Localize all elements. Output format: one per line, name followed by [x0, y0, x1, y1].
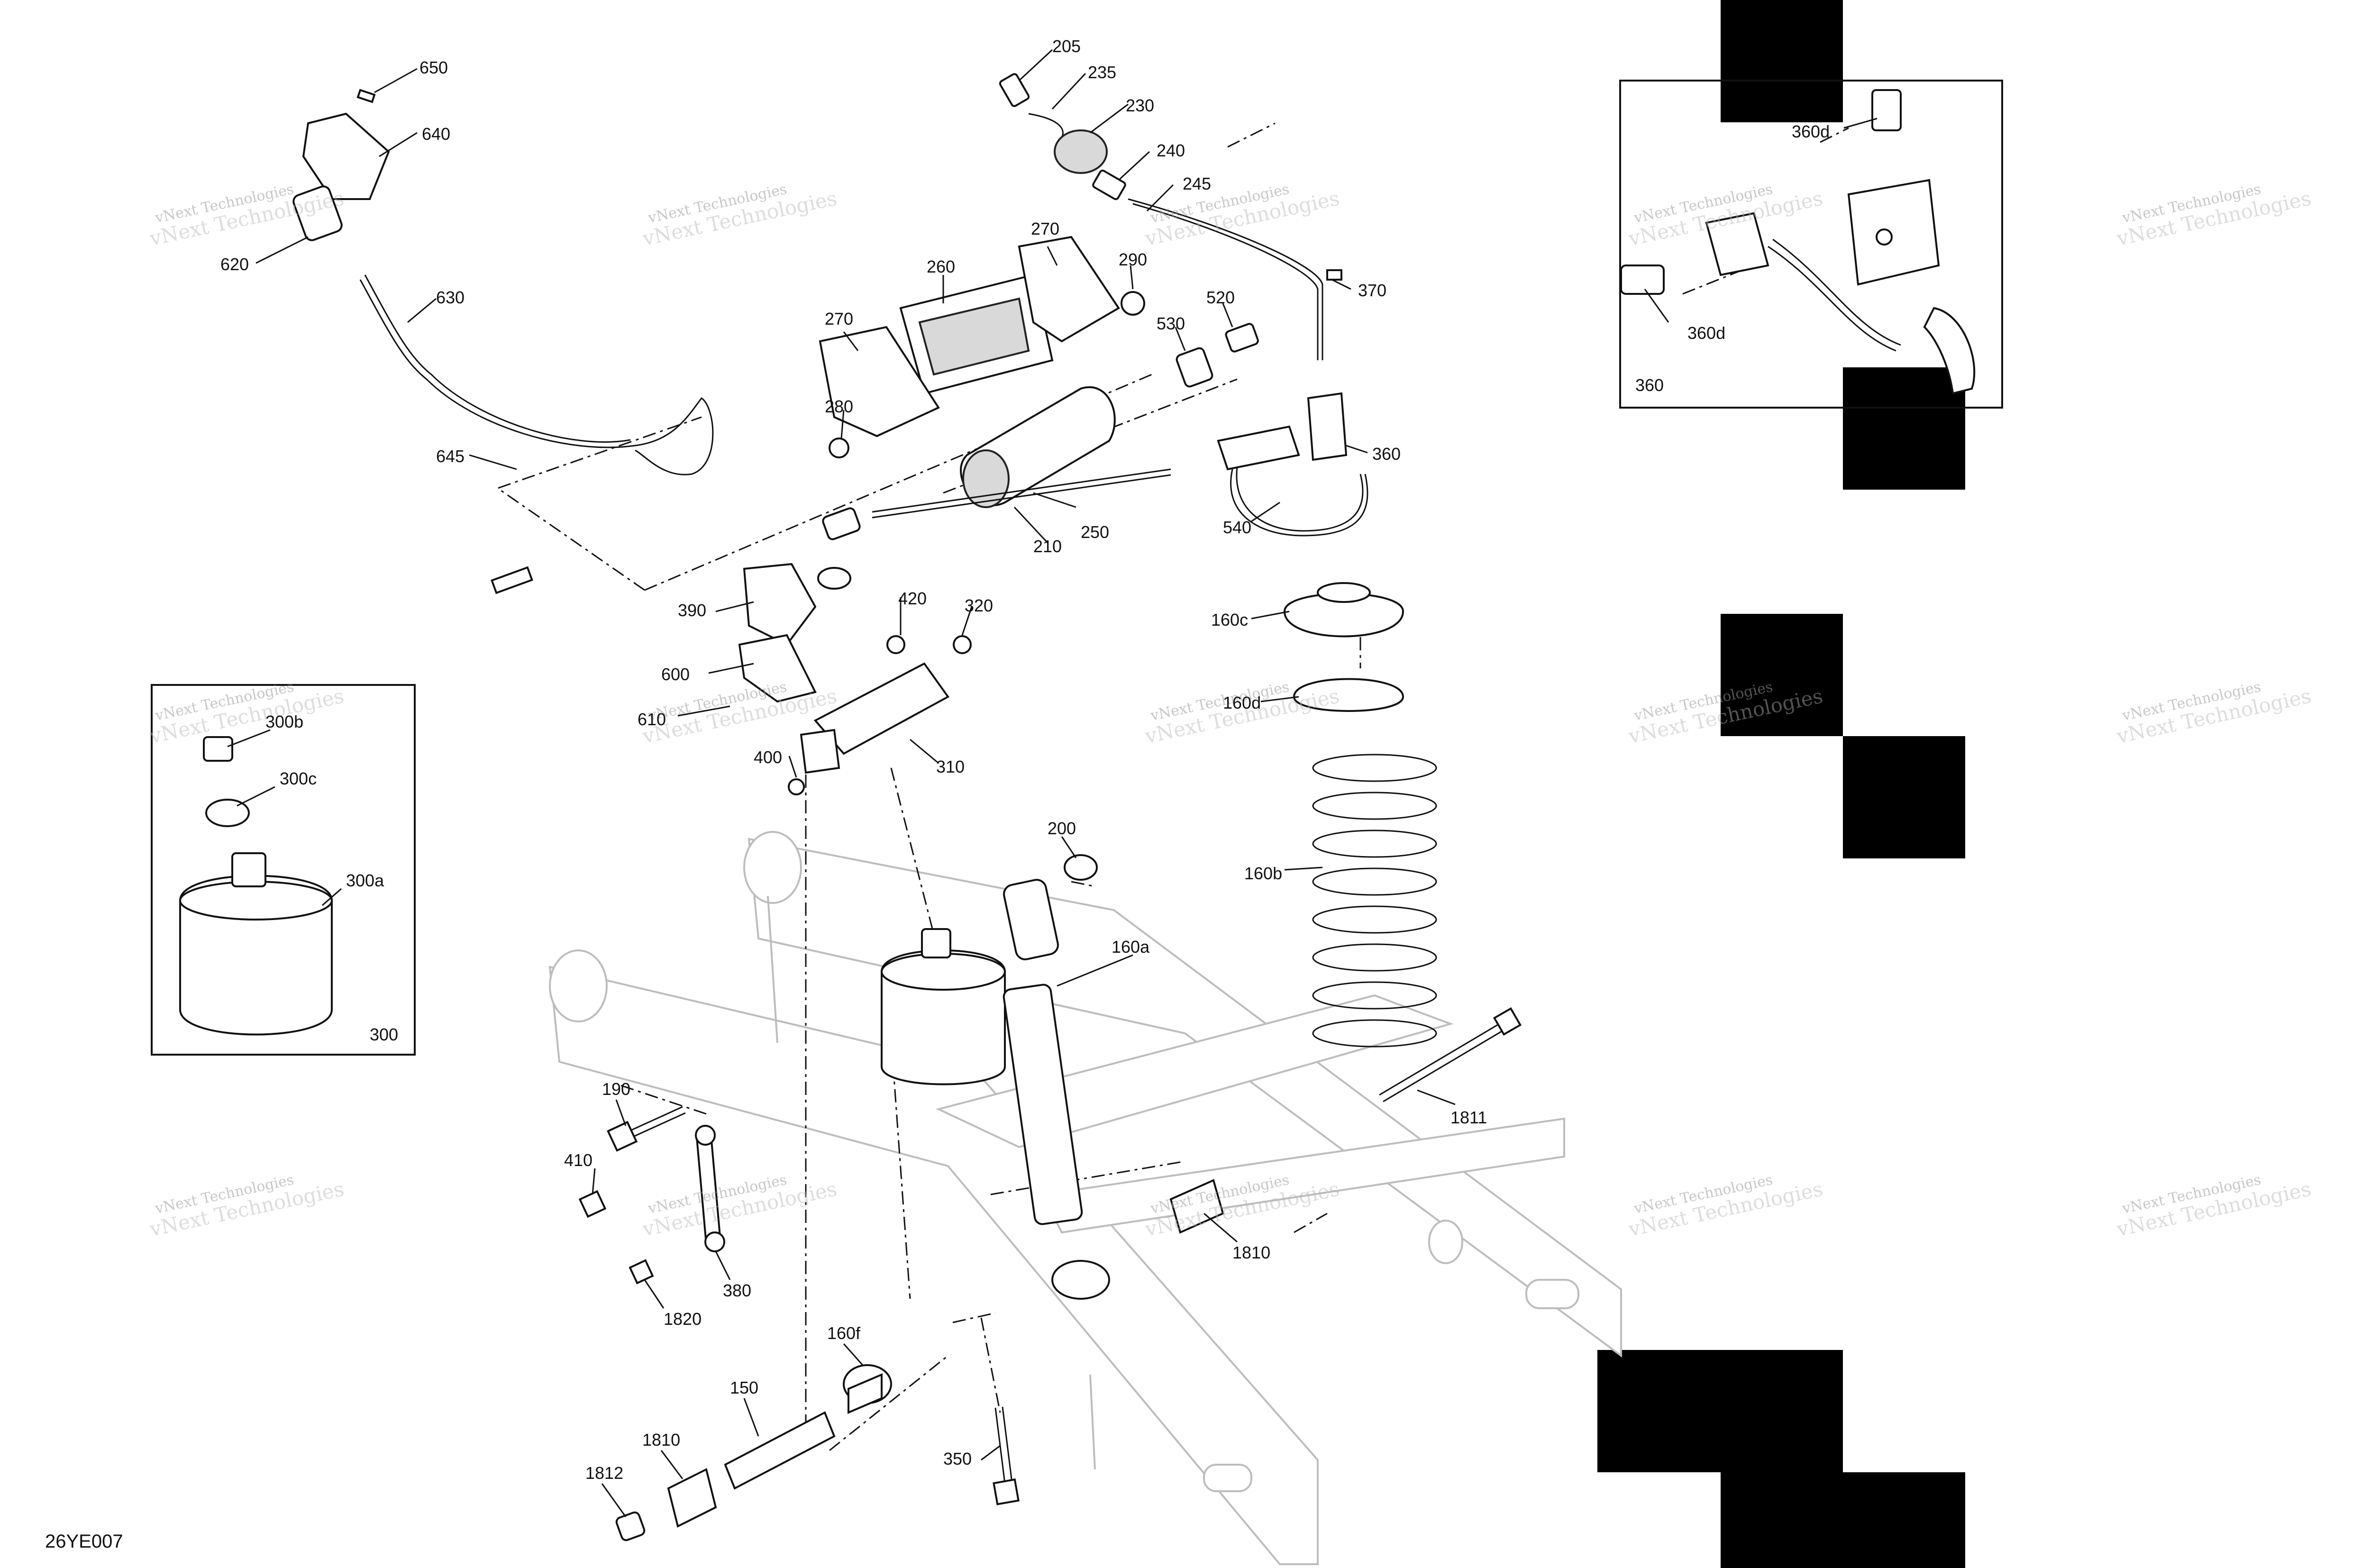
leader-lines [227, 49, 1878, 1517]
callout-650: 650 [419, 58, 448, 77]
callout-360d-top: 360d [1792, 122, 1830, 141]
callout-labels: 650 640 620 630 645 205 235 230 240 245 … [45, 36, 1830, 1552]
parts [179, 73, 1976, 1541]
callout-410: 410 [564, 1150, 592, 1170]
redaction-block [1721, 0, 1843, 122]
callout-370: 370 [1358, 281, 1386, 300]
callout-160a: 160a [1112, 937, 1150, 957]
callout-520: 520 [1206, 288, 1235, 307]
callout-610: 610 [638, 710, 666, 729]
callout-320: 320 [965, 596, 993, 615]
callout-290: 290 [1119, 250, 1147, 269]
redaction-block [1843, 367, 1965, 490]
callout-620: 620 [220, 255, 249, 274]
callout-270-left: 270 [825, 309, 853, 328]
coil-spring [1312, 754, 1437, 1048]
redaction-block [1721, 614, 1843, 736]
callout-280: 280 [825, 397, 853, 416]
callout-240: 240 [1157, 141, 1185, 160]
callout-210: 210 [1033, 537, 1062, 556]
callout-1811: 1811 [1450, 1108, 1487, 1127]
callout-630: 630 [436, 288, 465, 307]
callout-645: 645 [436, 447, 465, 466]
callout-530: 530 [1157, 314, 1185, 333]
callout-235: 235 [1088, 63, 1116, 82]
callout-360-inset: 360 [1635, 375, 1664, 395]
callout-1810-right: 1810 [1232, 1243, 1270, 1262]
redaction-blocks [1597, 0, 1965, 1568]
callout-400: 400 [754, 748, 782, 767]
callout-360: 360 [1372, 444, 1401, 464]
drawing-id: 26YE007 [45, 1531, 123, 1552]
callout-260: 260 [927, 257, 955, 276]
callout-250: 250 [1081, 522, 1109, 542]
callout-300b: 300b [265, 712, 303, 731]
inset-box-300 [151, 684, 416, 1056]
inset-box-360 [1619, 80, 2003, 409]
callout-600: 600 [661, 665, 690, 684]
callout-160b: 160b [1244, 864, 1282, 883]
callout-640: 640 [422, 124, 450, 144]
callout-270-right: 270 [1031, 219, 1059, 238]
redaction-block [1843, 736, 1965, 858]
redaction-block [1597, 1350, 1843, 1472]
redaction-block [1721, 1472, 1965, 1568]
callout-540: 540 [1223, 518, 1251, 537]
callout-390: 390 [678, 601, 706, 620]
callout-230: 230 [1126, 96, 1154, 115]
callout-1810-left: 1810 [642, 1430, 680, 1449]
callout-160c: 160c [1211, 610, 1248, 629]
callout-300: 300 [370, 1025, 398, 1044]
callout-360d-left: 360d [1687, 323, 1725, 343]
callout-245: 245 [1183, 174, 1211, 193]
callout-310: 310 [936, 757, 965, 776]
callout-160f: 160f [827, 1323, 861, 1343]
callout-1820: 1820 [664, 1309, 702, 1329]
callout-300c: 300c [280, 769, 317, 788]
callout-200: 200 [1048, 819, 1076, 838]
callout-380: 380 [723, 1281, 751, 1300]
callout-1812: 1812 [585, 1463, 623, 1483]
callout-190: 190 [602, 1079, 630, 1099]
callout-350: 350 [943, 1449, 972, 1468]
callout-420: 420 [898, 589, 927, 608]
callout-150: 150 [730, 1378, 758, 1397]
callout-160d: 160d [1223, 693, 1261, 712]
callout-205: 205 [1052, 36, 1081, 56]
callout-300a: 300a [346, 871, 384, 890]
